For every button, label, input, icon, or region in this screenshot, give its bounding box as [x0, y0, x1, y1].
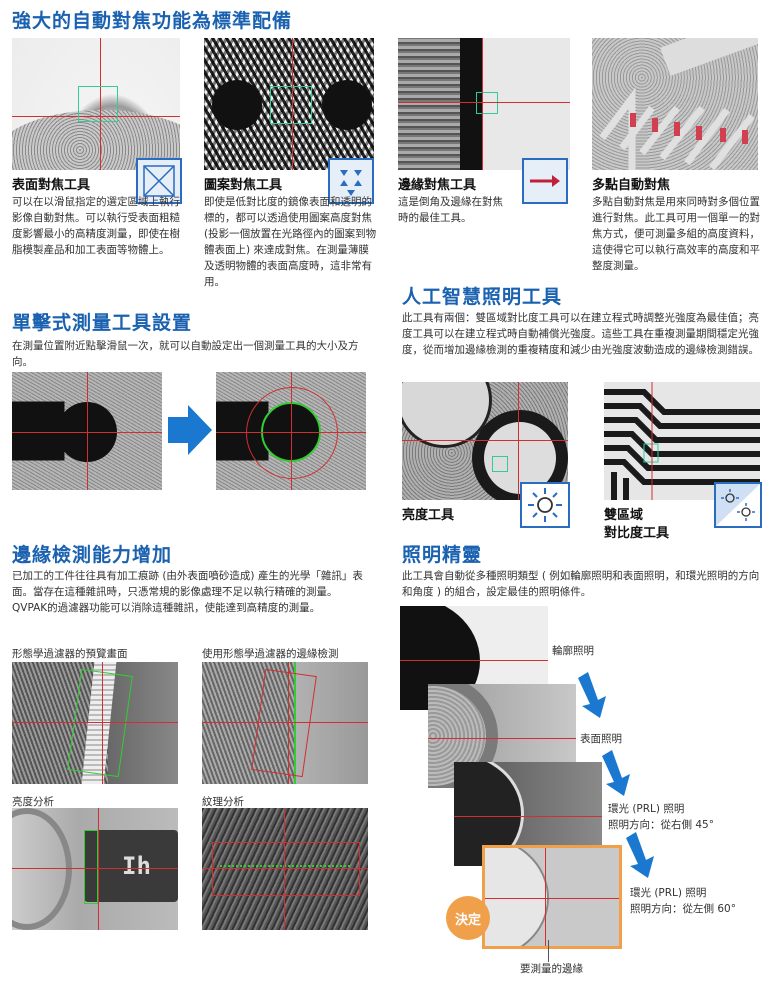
pattern-focus-name: 圖案對焦工具 — [204, 178, 283, 193]
edge-focus-desc: 這是倒角及邊緣在對焦時的最佳工具。 — [398, 196, 503, 224]
wizard-ring45-label-1: 環光 (PRL) 照明 — [608, 803, 685, 815]
wizard-title: 照明精靈 — [402, 544, 483, 566]
oneclick-after-image — [216, 372, 366, 490]
surface-focus-name: 表面對焦工具 — [12, 178, 91, 193]
brightness-analysis-label: 亮度分析 — [12, 796, 54, 808]
wizard-ring60-label-2: 照明方向：從左側 60° — [630, 903, 736, 915]
brightness-tool-icon — [520, 482, 570, 528]
multipoint-focus-name: 多點自動對焦 — [592, 178, 671, 193]
ai-light-title: 人工智慧照明工具 — [402, 286, 563, 308]
edge-focus-name: 邊緣對焦工具 — [398, 178, 477, 193]
oneclick-title: 單擊式測量工具設置 — [12, 312, 193, 334]
oneclick-before-image — [12, 372, 162, 490]
surface-focus-desc: 可以在以滑鼠指定的選定區域上執行影像自動對焦。可以執行受表面粗糙度影響最小的高精… — [12, 196, 180, 256]
surface-focus-image — [12, 38, 180, 170]
wizard-contour-label: 輪廓照明 — [552, 645, 594, 657]
oneclick-arrow-icon — [168, 405, 212, 455]
wizard-edge-pointer — [548, 940, 549, 962]
texture-analysis-image — [202, 808, 368, 930]
oneclick-desc: 在測量位置附近點擊滑鼠一次，就可以自動設定出一個測量工具的大小及方向。 — [12, 340, 359, 368]
wizard-arrow-3-icon — [626, 832, 654, 878]
wizard-surface-label: 表面照明 — [580, 733, 622, 745]
surface-focus-icon — [136, 158, 182, 204]
dual-area-tool-name-1: 雙區域 — [604, 508, 644, 523]
wizard-decide-badge: 決定 — [446, 896, 490, 940]
pattern-focus-desc: 即使是低對比度的鏡像表面和透明的標的，都可以透過使用圖案高度對焦 (投影一個放置… — [204, 196, 377, 288]
multipoint-focus-image — [592, 38, 758, 170]
brightness-analysis-image: Ih — [12, 808, 178, 930]
multipoint-focus-desc: 多點自動對焦是用來同時對多個位置進行對焦。此工具可用一個單一的對焦方式，便可測量… — [592, 196, 760, 272]
wizard-decide-label: 決定 — [454, 912, 481, 928]
wizard-edge-label: 要測量的邊緣 — [520, 963, 583, 975]
pattern-focus-icon — [328, 158, 374, 204]
autofocus-title: 強大的自動對焦功能為標準配備 — [12, 10, 293, 32]
edge-focus-image — [398, 38, 570, 170]
wizard-arrow-2-icon — [602, 750, 630, 796]
morph-detect-image — [202, 662, 368, 784]
dual-area-tool-image — [604, 382, 760, 500]
brightness-tool-name: 亮度工具 — [402, 508, 455, 523]
morph-preview-image — [12, 662, 178, 784]
wizard-ring45-label-2: 照明方向：從右側 45° — [608, 819, 714, 831]
wizard-ring60-label-1: 環光 (PRL) 照明 — [630, 887, 707, 899]
pattern-focus-image — [204, 38, 374, 170]
edge-focus-icon — [522, 158, 568, 204]
texture-analysis-label: 紋理分析 — [202, 796, 244, 808]
dual-area-tool-icon — [714, 482, 762, 528]
wizard-desc: 此工具會自動從多種照明類型 ( 例如輪廓照明和表面照明，和環光照明的方向和角度 … — [402, 570, 760, 598]
edge-detect-title: 邊緣檢測能力增加 — [12, 544, 173, 566]
wizard-ring60-image — [482, 845, 622, 949]
morph-preview-label: 形態學過濾器的預覽畫面 — [12, 648, 128, 660]
wizard-arrow-1-icon — [578, 672, 606, 718]
ai-light-desc: 此工具有兩個：雙區域對比度工具可以在建立程式時調整光強度為最佳值；亮度工具可以在… — [402, 312, 759, 356]
edge-detect-desc: 已加工的工件往往具有加工痕跡 (由外表面噴砂造成) 產生的光學「雜訊」表面。當存… — [12, 570, 363, 614]
morph-detect-label: 使用形態學過濾器的邊緣檢測 — [202, 648, 339, 660]
dual-area-tool-name-2: 對比度工具 — [604, 526, 670, 541]
